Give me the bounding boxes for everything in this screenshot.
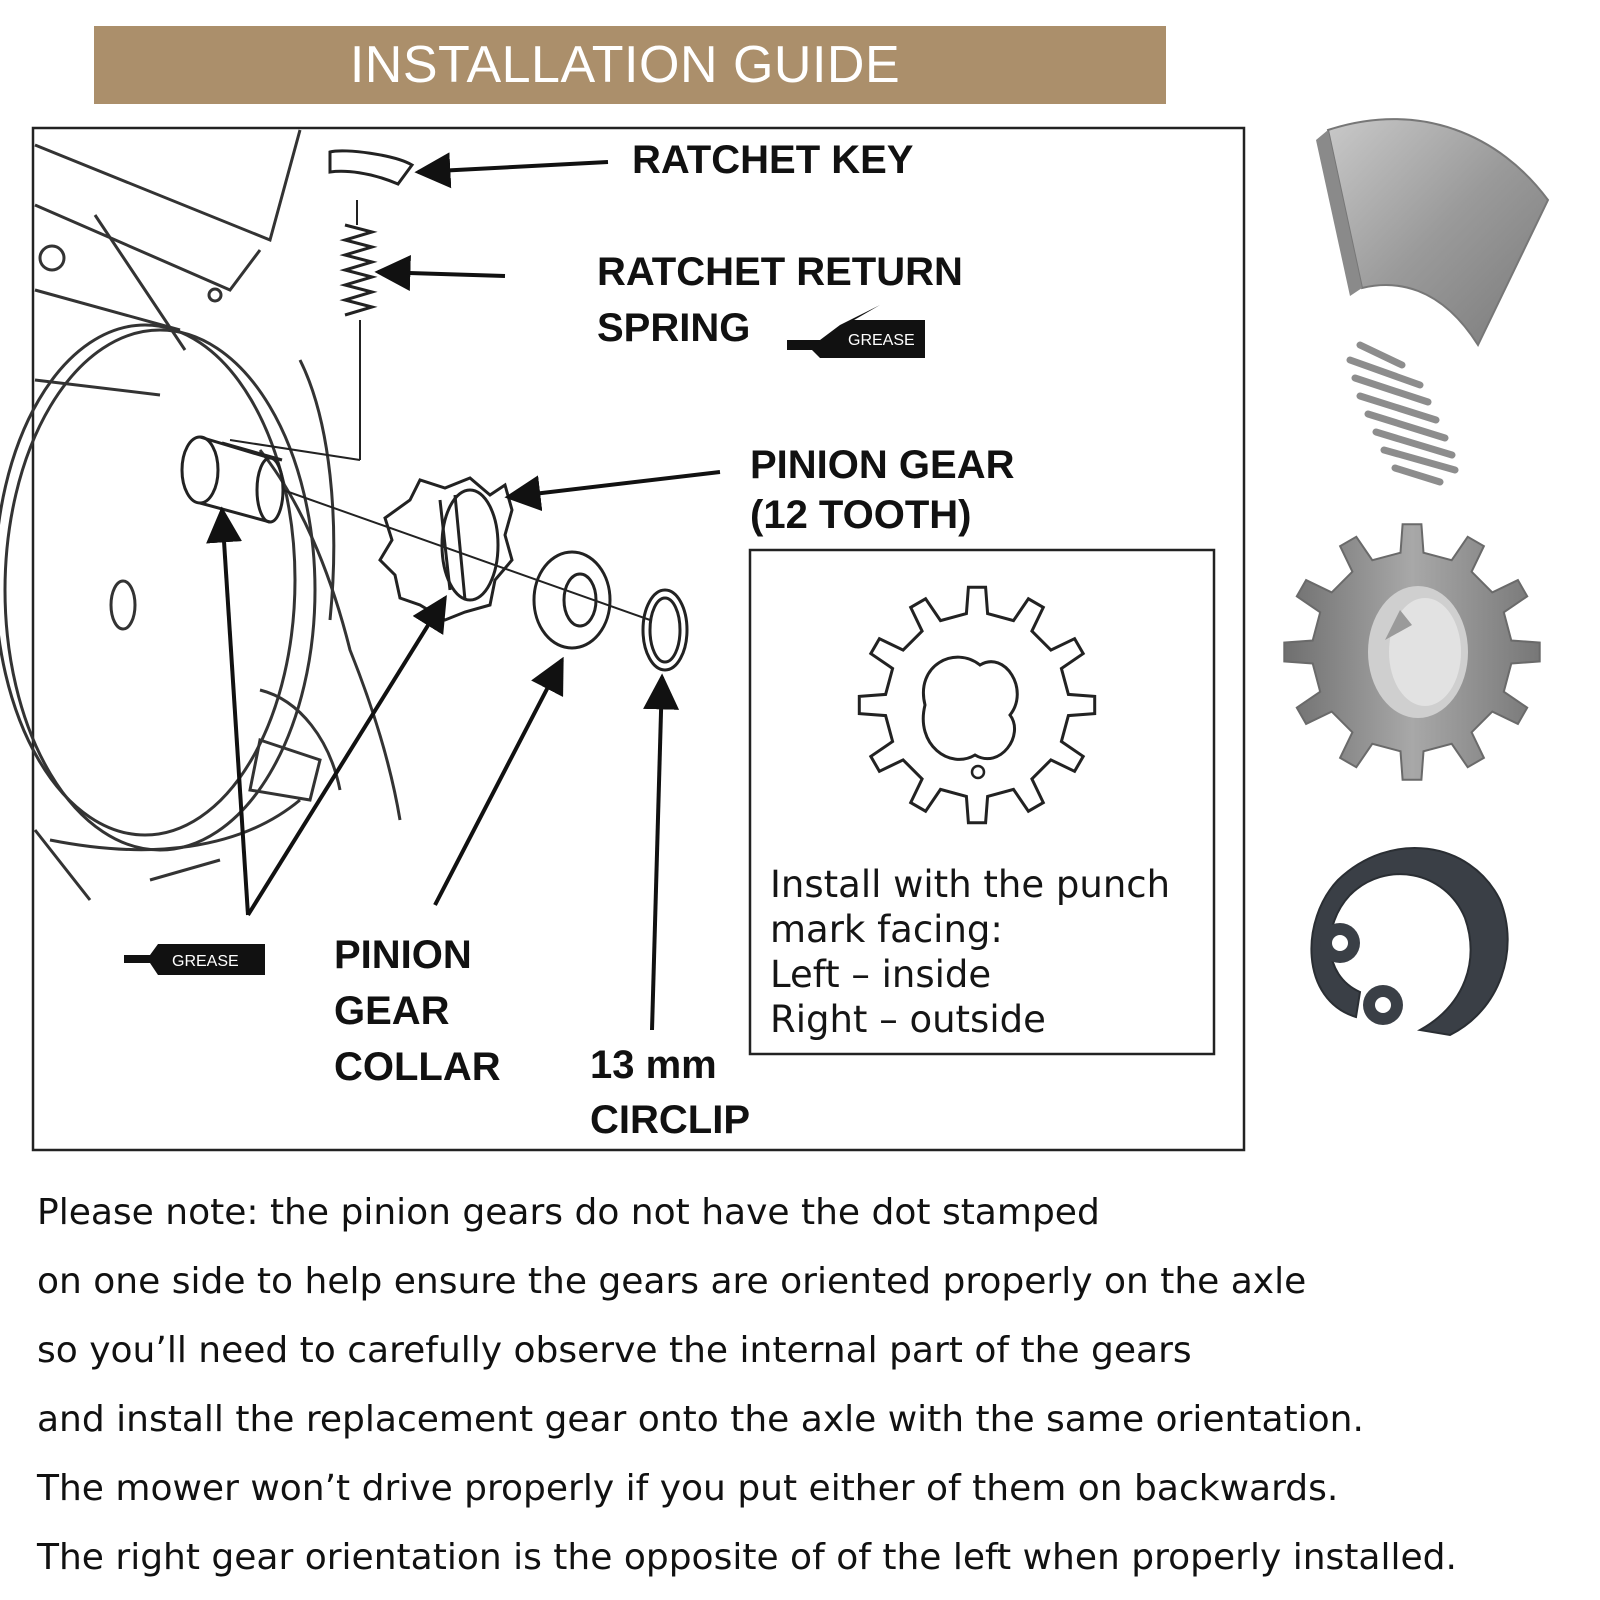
label-collar-line2: GEAR bbox=[334, 989, 450, 1033]
grease-tube-icon-lower bbox=[124, 944, 265, 975]
gear-outline-icon bbox=[857, 585, 1097, 825]
ratchet-spring-photo bbox=[1346, 341, 1459, 486]
gear-outline-path bbox=[857, 585, 1097, 825]
label-pinion-gear-line1: PINION GEAR bbox=[750, 443, 1015, 487]
label-ratchet-key: RATCHET KEY bbox=[632, 138, 914, 182]
label-collar-line3: COLLAR bbox=[334, 1045, 501, 1089]
punch-note-line: Install with the punch bbox=[770, 863, 1171, 906]
note-line: The mower won’t drive properly if you pu… bbox=[37, 1468, 1339, 1509]
circlip-arrow bbox=[643, 673, 680, 1031]
ratchet-key-photo bbox=[1316, 118, 1550, 348]
note-line: Please note: the pinion gears do not hav… bbox=[37, 1192, 1100, 1233]
punch-note-line: Left – inside bbox=[770, 953, 992, 996]
pinion-gear-sketch bbox=[378, 476, 514, 622]
pinion-gear-photo bbox=[1283, 523, 1541, 781]
title-banner: INSTALLATION GUIDE bbox=[94, 26, 1166, 104]
ratchet-key-sketch bbox=[229, 149, 415, 461]
punch-mark-note: Install with the punch mark facing: Left… bbox=[770, 862, 1190, 1042]
note-line: and install the replacement gear onto th… bbox=[37, 1399, 1364, 1440]
gear-collar-sketch bbox=[532, 550, 612, 650]
note-line: The right gear orientation is the opposi… bbox=[37, 1537, 1457, 1578]
gear-bore-outline bbox=[921, 655, 1019, 761]
label-ratchet-return-spring-line2: SPRING bbox=[597, 306, 751, 350]
punch-note-line: Right – outside bbox=[770, 998, 1046, 1041]
punch-note-line: mark facing: bbox=[770, 908, 1003, 951]
pinion-gear-arrow bbox=[504, 470, 721, 512]
grease-label-lower: GREASE bbox=[172, 953, 239, 970]
label-collar-line1: PINION bbox=[334, 933, 472, 977]
axle-sketch bbox=[180, 435, 651, 621]
collar-arrow bbox=[433, 656, 564, 906]
spring-sketch bbox=[339, 223, 378, 317]
note-line: so you’ll need to carefully observe the … bbox=[37, 1330, 1192, 1371]
punch-mark-dot bbox=[970, 764, 986, 780]
label-circlip-line1: 13 mm bbox=[590, 1043, 717, 1087]
grease-arrow-gear bbox=[246, 594, 447, 917]
grease-arrow-axle bbox=[206, 506, 250, 916]
page-title: INSTALLATION GUIDE bbox=[349, 36, 901, 94]
label-pinion-gear-line2: (12 TOOTH) bbox=[750, 493, 972, 537]
punch-mark-inset bbox=[748, 548, 1216, 1056]
grease-tube-icon-spring bbox=[787, 305, 925, 358]
wheel-housing-sketch bbox=[0, 129, 402, 901]
diagram-frame bbox=[31, 126, 1246, 1152]
installation-notes: Please note: the pinion gears do not hav… bbox=[37, 1178, 1577, 1592]
ratchet-key-arrow bbox=[414, 152, 609, 189]
spring-arrow bbox=[374, 255, 506, 292]
note-line: on one side to help ensure the gears are… bbox=[37, 1261, 1307, 1302]
label-ratchet-return-spring-line1: RATCHET RETURN bbox=[597, 250, 963, 294]
label-circlip-line2: CIRCLIP bbox=[590, 1098, 750, 1142]
circlip-sketch bbox=[641, 588, 689, 672]
grease-label-spring: GREASE bbox=[848, 332, 915, 349]
circlip-photo bbox=[1310, 847, 1509, 1037]
